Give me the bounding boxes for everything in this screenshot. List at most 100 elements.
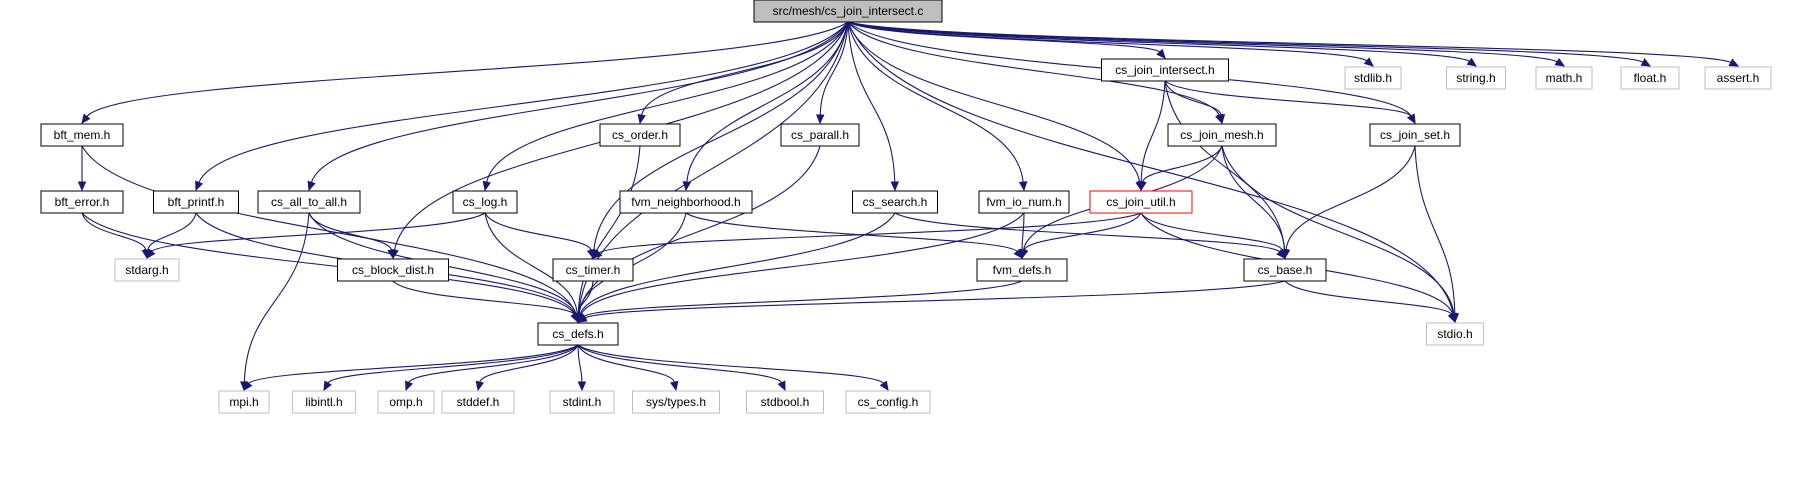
dependency-edge	[81, 21, 849, 124]
node-float[interactable]: float.h	[1620, 66, 1680, 90]
dependency-edge	[475, 344, 579, 392]
dependency-edge	[577, 344, 889, 392]
dependency-edge	[1221, 145, 1289, 260]
dependency-edge	[308, 212, 396, 260]
node-label: omp.h	[389, 395, 422, 409]
node-cs-search[interactable]: cs_search.h	[852, 190, 938, 214]
node-label: string.h	[1456, 71, 1495, 85]
node-fvm-defs[interactable]: fvm_defs.h	[976, 258, 1068, 282]
dependency-edge	[1281, 145, 1416, 260]
node-box	[552, 258, 634, 282]
graph-nodes: src/mesh/cs_join_intersect.c bft_mem.hbft…	[40, 0, 1772, 414]
node-box	[153, 190, 239, 214]
node-label: fvm_defs.h	[993, 263, 1052, 277]
node-stdio[interactable]: stdio.h	[1426, 322, 1484, 346]
node-cs-base[interactable]: cs_base.h	[1243, 258, 1327, 282]
node-box	[1620, 66, 1680, 90]
dependency-edge	[574, 145, 641, 324]
node-cs-join-util[interactable]: cs_join_util.h	[1089, 190, 1193, 214]
dependency-edge	[847, 21, 1028, 192]
node-fvm-io-num[interactable]: fvm_io_num.h	[978, 190, 1070, 214]
node-label: stdio.h	[1437, 327, 1472, 341]
dependency-edge	[81, 212, 151, 260]
dependency-edge	[484, 212, 596, 260]
node-cs-join-set[interactable]: cs_join_set.h	[1369, 123, 1461, 147]
node-bft-printf[interactable]: bft_printf.h	[153, 190, 239, 214]
node-cs-all-to-all[interactable]: cs_all_to_all.h	[257, 190, 361, 214]
node-fvm-neighborhood[interactable]: fvm_neighborhood.h	[619, 190, 753, 214]
node-cs-parall[interactable]: cs_parall.h	[780, 123, 860, 147]
node-stddef[interactable]: stddef.h	[441, 390, 515, 414]
node-cs-order[interactable]: cs_order.h	[599, 123, 681, 147]
dependency-edge	[81, 145, 580, 324]
node-box	[257, 190, 361, 214]
node-label: cs_defs.h	[552, 327, 603, 341]
node-box	[292, 390, 356, 414]
dependency-edge	[577, 344, 587, 392]
node-box	[40, 190, 124, 214]
node-cs-log[interactable]: cs_log.h	[452, 190, 518, 214]
node-label: cs_base.h	[1258, 263, 1313, 277]
node-cs-join-intersect-h[interactable]: cs_join_intersect.h	[1101, 58, 1229, 82]
node-label: mpi.h	[229, 395, 258, 409]
node-stdarg[interactable]: stdarg.h	[114, 258, 180, 282]
node-label: math.h	[1546, 71, 1583, 85]
node-box	[537, 322, 619, 346]
node-cs-config[interactable]: cs_config.h	[845, 390, 931, 414]
node-box	[976, 258, 1068, 282]
node-label: float.h	[1634, 71, 1667, 85]
node-label: cs_config.h	[858, 395, 919, 409]
dependency-edge	[405, 344, 579, 392]
node-box	[978, 190, 1070, 214]
dependency-edge	[482, 21, 849, 192]
node-bft-mem[interactable]: bft_mem.h	[40, 123, 124, 147]
node-stdlib[interactable]: stdlib.h	[1344, 66, 1402, 90]
dependency-edge	[240, 212, 310, 392]
dependency-edge	[815, 21, 849, 125]
node-omp[interactable]: omp.h	[377, 390, 435, 414]
dependency-edge	[577, 212, 1025, 324]
node-box	[441, 390, 515, 414]
node-libintl[interactable]: libintl.h	[292, 390, 356, 414]
node-cs-timer[interactable]: cs_timer.h	[552, 258, 634, 282]
node-label: cs_all_to_all.h	[271, 195, 347, 209]
node-box	[619, 190, 753, 214]
node-box	[1535, 66, 1593, 90]
node-stdbool[interactable]: stdbool.h	[746, 390, 824, 414]
node-box	[780, 123, 860, 147]
node-cs-defs[interactable]: cs_defs.h	[537, 322, 619, 346]
node-cs-block-dist[interactable]: cs_block_dist.h	[337, 258, 449, 282]
node-label: assert.h	[1717, 71, 1760, 85]
node-box	[218, 390, 270, 414]
dependency-edge	[577, 344, 679, 392]
node-label: cs_parall.h	[791, 128, 849, 142]
node-bft-error[interactable]: bft_error.h	[40, 190, 124, 214]
dependency-edge	[847, 21, 1740, 67]
node-label: cs_timer.h	[566, 263, 621, 277]
node-box	[1344, 66, 1402, 90]
dependency-edge	[847, 21, 900, 192]
dependency-edge	[592, 212, 1142, 259]
dependency-edge	[576, 280, 1286, 323]
dependency-edge	[146, 212, 486, 259]
node-label: cs_order.h	[612, 128, 668, 142]
node-label: cs_join_util.h	[1106, 195, 1175, 209]
node-systypes[interactable]: sys/types.h	[632, 390, 720, 414]
node-label: stdint.h	[563, 395, 602, 409]
node-label: stdlib.h	[1354, 71, 1392, 85]
dependency-edge	[392, 280, 579, 324]
node-math[interactable]: math.h	[1535, 66, 1593, 90]
node-label: stdarg.h	[125, 263, 168, 277]
node-cs-join-mesh[interactable]: cs_join_mesh.h	[1167, 123, 1277, 147]
node-stdint[interactable]: stdint.h	[549, 390, 615, 414]
node-box	[1704, 66, 1772, 90]
dependency-edge	[847, 21, 1478, 67]
node-box	[845, 390, 931, 414]
node-mpi[interactable]: mpi.h	[218, 390, 270, 414]
node-string[interactable]: string.h	[1446, 66, 1506, 90]
node-assert[interactable]: assert.h	[1704, 66, 1772, 90]
node-root[interactable]: src/mesh/cs_join_intersect.c	[753, 0, 943, 23]
dependency-edge	[1284, 280, 1456, 324]
node-label: cs_join_set.h	[1380, 128, 1450, 142]
